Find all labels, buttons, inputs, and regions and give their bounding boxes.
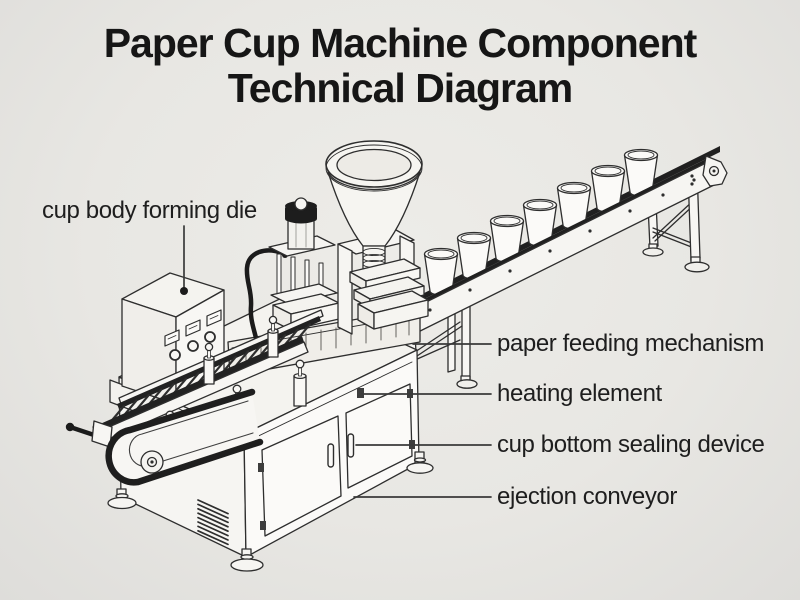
diagram-title-line2: Technical Diagram: [227, 65, 574, 111]
air-hose: [244, 248, 288, 341]
sealing-press-stack: [349, 258, 429, 330]
cup-conveyor: [383, 146, 728, 389]
paper-cup: [489, 214, 525, 263]
panel-displays: [164, 309, 222, 347]
latch-clip: [357, 388, 364, 398]
paper-cup: [522, 198, 558, 247]
hopper-funnel: [325, 140, 423, 277]
leader-lines: [180, 225, 492, 498]
cylinder-knob: [294, 197, 308, 211]
door-hinge: [260, 521, 266, 530]
paper-cup: [456, 231, 492, 280]
paper-cups-row: [423, 148, 659, 296]
vent-grille: [197, 499, 229, 546]
label-paper-feeding-mechanism: paper feeding mechanism: [497, 330, 764, 357]
leveling-feet: [107, 451, 434, 572]
panel-bolts: [428, 178, 696, 312]
paper-cup: [590, 164, 626, 213]
label-heating-element: heating element: [497, 380, 662, 407]
belt-band: [105, 388, 264, 486]
ejection-belt-conveyor: [65, 388, 264, 486]
paper-cup: [423, 247, 459, 296]
diagram-title: Paper Cup Machine Component Technical Di…: [0, 21, 800, 111]
leader-dot: [180, 287, 188, 295]
label-cup-body-forming-die: cup body forming die: [42, 197, 257, 224]
door-hinge: [258, 463, 264, 472]
roller-conveyor: [92, 309, 324, 458]
label-ejection-conveyor: ejection conveyor: [497, 483, 677, 510]
door-handle: [347, 433, 355, 458]
cabinet-doors: [258, 383, 415, 537]
door-handle: [327, 443, 335, 468]
diagram-title-line1: Paper Cup Machine Component: [103, 20, 698, 66]
panel-buttons: [169, 331, 216, 361]
label-cup-bottom-sealing-device: cup bottom sealing device: [497, 431, 765, 458]
